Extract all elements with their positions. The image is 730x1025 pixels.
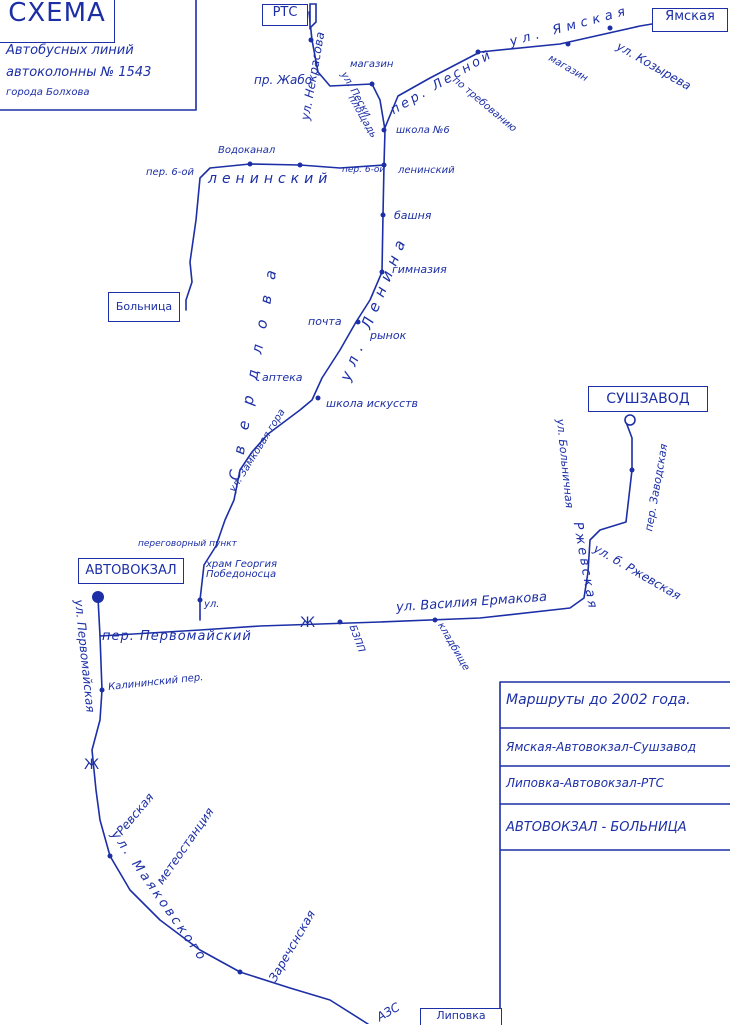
stop-bashnya: башня: [394, 209, 432, 222]
title-line1: Автобусных линий: [6, 43, 134, 58]
title-heading-box: СХЕМА: [0, 0, 115, 43]
street-per6: пер. 6-ой: [146, 167, 194, 178]
title-line3: города Болхова: [6, 87, 90, 98]
street-pervomaysky: пер. Первомайский: [102, 629, 252, 644]
stop-pochta: почта: [308, 315, 342, 328]
terminal-sushzavod-label: СУШЗАВОД: [606, 391, 690, 407]
terminal-yamskaya-label: Ямская: [665, 9, 715, 24]
terminal-hospital-label: Больница: [115, 300, 173, 313]
stop-apteka: аптека: [262, 371, 303, 384]
bottom-partial-label: Липовка: [436, 1009, 486, 1022]
rts-flag-icon: [309, 3, 317, 30]
terminal-hospital: Больница: [108, 292, 180, 322]
title-heading: СХЕМА: [8, 0, 106, 28]
stop-shkola-isk: школа искусств: [326, 397, 419, 410]
route-pervomaysky: [99, 421, 633, 637]
legend-route-3-text: АВТОВОКЗАЛ - БОЛЬНИЦА: [506, 820, 687, 835]
avtovokzal-marker: [92, 591, 104, 603]
street-zhaba: пр. Жабо: [254, 73, 313, 87]
legend-route-3: АВТОВОКЗАЛ - БОЛЬНИЦА: [500, 820, 726, 835]
legend-route-2-text: Липовка-Автовокзал-РТС: [506, 776, 664, 790]
terminal-avtovokzal-label: АВТОВОКЗАЛ: [85, 563, 177, 578]
terminal-sushzavod: СУШЗАВОД: [588, 386, 708, 412]
legend-header: Маршруты до 2002 года.: [500, 692, 726, 708]
legend-route-2: Липовка-Автовокзал-РТС: [500, 776, 726, 790]
stop-rynok: рынок: [370, 329, 407, 342]
terminal-avtovokzal: АВТОВОКЗАЛ: [78, 558, 184, 584]
legend-route-1-text: Ямская-Автовокзал-Сушзавод: [506, 740, 697, 754]
street-per6b: пер. 6-ой: [342, 165, 386, 175]
street-leninsky: ленинский: [208, 171, 333, 187]
rail-crossing-1: Ж: [300, 615, 316, 631]
terminal-rts: РТС: [262, 4, 308, 26]
rail-crossing-2: Ж: [84, 757, 100, 773]
legend-frame: [499, 681, 730, 1024]
street-ul-sverdlova: ул.: [204, 599, 220, 610]
stop-peregovorny: переговорный пункт: [138, 539, 237, 549]
terminal-rts-label: РТС: [272, 5, 298, 20]
stop-shkola6: школа №6: [396, 125, 450, 136]
terminal-yamskaya: Ямская: [652, 8, 728, 32]
title-line2: автоколонны № 1543: [6, 65, 152, 80]
stop-leninsky: ленинский: [398, 165, 455, 176]
route-leninsky: [185, 163, 385, 311]
stop-vodokanal: Водоканал: [218, 145, 276, 156]
route-nekrasova: [308, 11, 386, 166]
stop-magazin1: магазин: [350, 59, 394, 70]
legend-route-1: Ямская-Автовокзал-Сушзавод: [500, 740, 726, 754]
legend-header-text: Маршруты до 2002 года.: [506, 692, 691, 708]
sushzavod-loop-icon: [624, 414, 636, 426]
bottom-partial-box: Липовка: [420, 1008, 502, 1025]
stop-hram: храм Георгия Победоносца: [206, 559, 278, 580]
stop-gimnaziya: гимназия: [392, 263, 447, 276]
route-lenina: [199, 164, 385, 621]
title-frame: [0, 0, 197, 111]
